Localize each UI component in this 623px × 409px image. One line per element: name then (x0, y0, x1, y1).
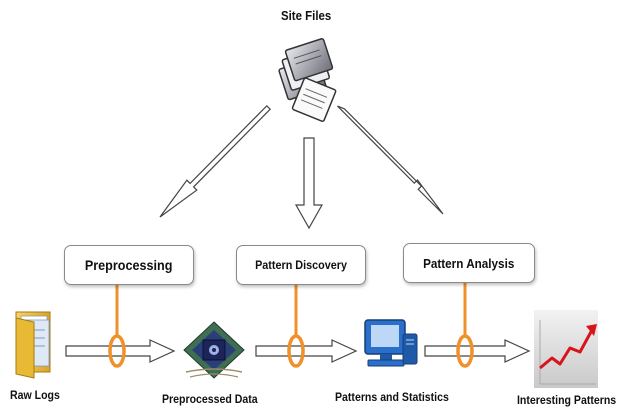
preprocessing-label: Preprocessing (85, 257, 173, 273)
patterns-statistics-label: Patterns and Statistics (335, 390, 449, 404)
arrow-site-to-preprocessing (159, 104, 272, 218)
interesting-patterns-label: Interesting Patterns (517, 393, 617, 407)
site-files-icon (278, 38, 337, 122)
connector-pattern-analysis (456, 282, 474, 368)
arrow-patterns-to-interesting (424, 339, 531, 363)
pattern-discovery-label: Pattern Discovery (255, 258, 347, 272)
preprocessing-box: Preprocessing (64, 245, 194, 285)
computer-icon (364, 319, 418, 367)
folder-icon (15, 311, 51, 379)
pattern-analysis-box: Pattern Analysis (403, 243, 535, 283)
preprocessed-data-label: Preprocessed Data (162, 392, 258, 406)
arrow-preprocessed-to-patterns (255, 339, 358, 363)
connector-pattern-discovery (287, 284, 305, 368)
trend-chart-icon (534, 310, 598, 388)
site-files-label: Site Files (281, 8, 332, 23)
raw-logs-label: Raw Logs (10, 388, 60, 402)
arrow-raw-to-preprocessed (65, 339, 176, 363)
connector-preprocessing (108, 284, 126, 368)
arrow-site-to-pattern-discovery (294, 137, 324, 230)
pattern-discovery-box: Pattern Discovery (236, 245, 366, 285)
disk-data-icon (183, 321, 245, 379)
arrow-site-to-pattern-analysis (337, 105, 444, 215)
pattern-analysis-label: Pattern Analysis (423, 255, 515, 271)
